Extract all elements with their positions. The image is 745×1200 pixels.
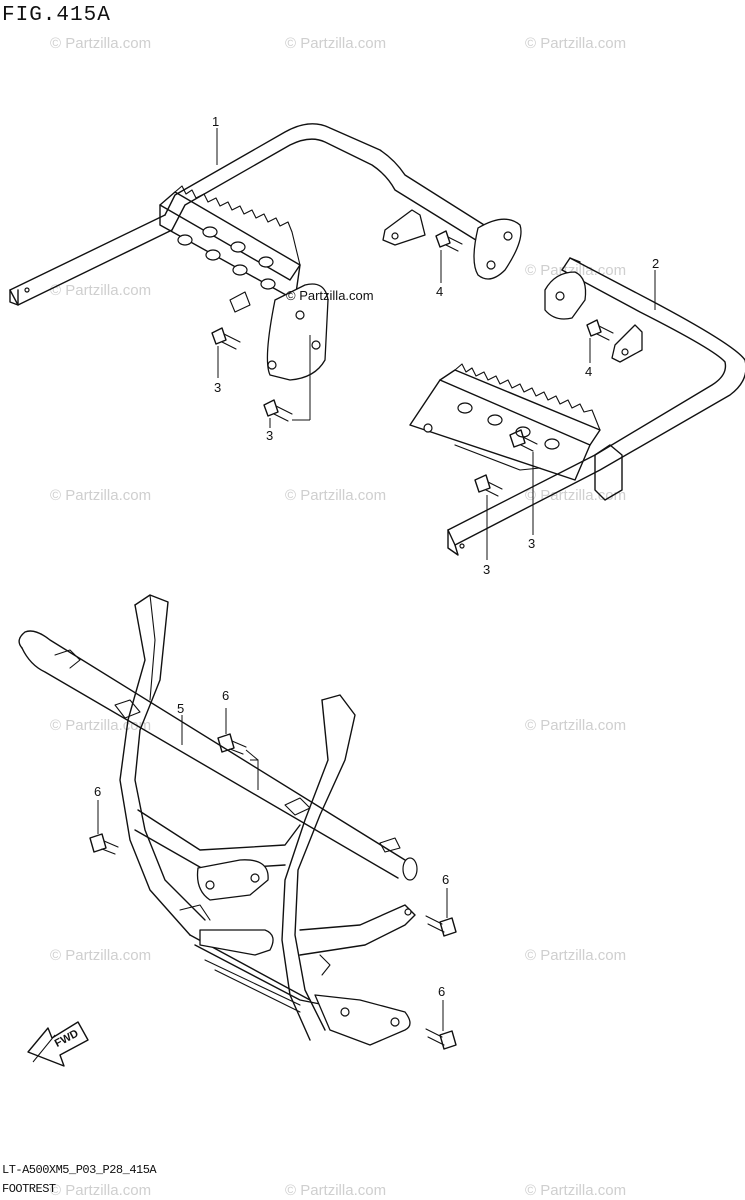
bolt-6a bbox=[217, 733, 247, 755]
watermark: © Partzilla.com bbox=[525, 947, 626, 964]
callout-5: 5 bbox=[177, 701, 184, 716]
bolt-3a bbox=[211, 327, 241, 350]
watermark: © Partzilla.com bbox=[50, 35, 151, 52]
bolt-6c bbox=[425, 915, 457, 937]
bolt-set-right bbox=[474, 270, 656, 560]
bolt-4a bbox=[435, 230, 463, 252]
callout-6: 6 bbox=[438, 984, 445, 999]
watermark: © Partzilla.com bbox=[285, 1182, 386, 1199]
callout-6: 6 bbox=[94, 784, 101, 799]
callout-3: 3 bbox=[528, 536, 535, 551]
watermark: © Partzilla.com bbox=[285, 35, 386, 52]
inline-watermark: © Partzilla.com bbox=[286, 288, 374, 303]
watermark-layer: © Partzilla.com © Partzilla.com © Partzi… bbox=[50, 35, 626, 1199]
callout-1: 1 bbox=[212, 114, 219, 129]
bolt-set-lower bbox=[89, 708, 457, 1050]
figure-title: FIG.415A bbox=[2, 4, 111, 27]
watermark: © Partzilla.com bbox=[50, 1182, 151, 1199]
forward-arrow: FWD bbox=[27, 1021, 89, 1067]
figure-caption: FOOTREST bbox=[2, 1182, 56, 1196]
watermark: © Partzilla.com bbox=[525, 35, 626, 52]
callout-3: 3 bbox=[483, 562, 490, 577]
bolt-6d bbox=[425, 1028, 457, 1050]
footrest-right-part-2 bbox=[409, 257, 745, 556]
watermark: © Partzilla.com bbox=[525, 487, 626, 504]
watermark: © Partzilla.com bbox=[525, 1182, 626, 1199]
model-code: LT-A500XM5_P03_P28_415A bbox=[2, 1163, 157, 1177]
callout-3: 3 bbox=[266, 428, 273, 443]
watermark: © Partzilla.com bbox=[525, 717, 626, 734]
callout-4: 4 bbox=[436, 284, 443, 299]
guard-frame-part-5 bbox=[18, 594, 418, 1046]
bolt-4b bbox=[586, 319, 614, 341]
watermark: © Partzilla.com bbox=[50, 717, 151, 734]
bolt-3b bbox=[263, 399, 293, 422]
bolt-6b bbox=[89, 833, 119, 855]
callout-4: 4 bbox=[585, 364, 592, 379]
callout-3: 3 bbox=[214, 380, 221, 395]
watermark: © Partzilla.com bbox=[50, 947, 151, 964]
footrest-left-part-1 bbox=[9, 123, 522, 381]
bolt-3c bbox=[474, 474, 503, 497]
bolt-3d bbox=[509, 429, 538, 452]
callout-6: 6 bbox=[222, 688, 229, 703]
watermark: © Partzilla.com bbox=[285, 487, 386, 504]
watermark: © Partzilla.com bbox=[50, 487, 151, 504]
callout-6: 6 bbox=[442, 872, 449, 887]
callout-labels: 1 2 3 3 3 3 4 4 5 6 6 6 6 bbox=[94, 114, 659, 999]
callout-2: 2 bbox=[652, 256, 659, 271]
watermark: © Partzilla.com bbox=[50, 282, 151, 299]
bolt-set-upper bbox=[211, 128, 614, 428]
